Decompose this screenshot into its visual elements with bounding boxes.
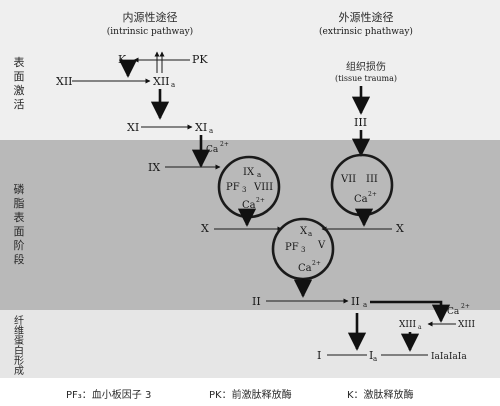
- factor-iii-label: III: [354, 116, 367, 129]
- factor-xi-label: XI: [127, 121, 139, 134]
- svg-text:XIII: XIII: [399, 320, 417, 330]
- svg-text:段: 段: [14, 252, 25, 266]
- svg-text:3: 3: [242, 186, 246, 194]
- svg-text:II: II: [351, 295, 360, 308]
- prothrombinase-complex-xa: X a: [300, 226, 312, 238]
- svg-text:Ca: Ca: [242, 200, 256, 211]
- fibrin-band: [0, 310, 500, 380]
- svg-text:2+: 2+: [461, 303, 470, 310]
- svg-text:阶: 阶: [14, 238, 25, 252]
- svg-text:活: 活: [14, 98, 25, 111]
- svg-text:脂: 脂: [14, 196, 25, 210]
- svg-text:a: a: [171, 81, 175, 89]
- intrinsic-title: 内源性途径: [123, 10, 178, 24]
- svg-text:面: 面: [14, 70, 25, 83]
- svg-text:a: a: [418, 324, 422, 331]
- svg-text:XII: XII: [153, 75, 170, 88]
- svg-text:维: 维: [14, 324, 24, 337]
- factor-xiia-label: XII a: [153, 75, 175, 89]
- tenase-complex-ixa: IX a: [243, 167, 261, 179]
- extrinsic-subtitle: (extrinsic phathway): [319, 26, 413, 37]
- legend-band: [0, 378, 500, 406]
- svg-text:2+: 2+: [256, 197, 265, 204]
- tenase-complex-ca: Ca 2+: [242, 197, 265, 211]
- svg-text:I: I: [369, 349, 373, 362]
- tenase-complex-viii: VIII: [253, 182, 273, 193]
- svg-text:PF: PF: [226, 182, 240, 193]
- svg-text:表: 表: [14, 55, 25, 69]
- svg-text:形: 形: [14, 355, 24, 367]
- factor-ix-label: IX: [148, 161, 160, 174]
- phospholipid-band: [0, 140, 500, 310]
- phase-label-fibrin: 纤 维 蛋 白 形 成: [14, 314, 24, 377]
- factor-ii-label: II: [252, 295, 261, 308]
- tenase-complex-pf3: PF 3: [226, 182, 246, 194]
- tissue-trauma-title: 组织损伤: [346, 60, 386, 73]
- svg-text:纤: 纤: [14, 314, 24, 327]
- factor-xii-label: XII: [56, 75, 73, 88]
- svg-text:Ca: Ca: [447, 307, 460, 317]
- svg-text:磷: 磷: [14, 183, 25, 196]
- svg-text:面: 面: [14, 225, 25, 238]
- extrinsic-title: 外源性途径: [339, 10, 394, 24]
- iia-activates-xiii-arrow: [370, 300, 451, 323]
- svg-text:Ca: Ca: [206, 145, 219, 155]
- factor-xiiia-label: XIII a: [399, 320, 422, 331]
- svg-text:a: a: [373, 355, 377, 363]
- kallikrein-label: K: [118, 53, 127, 66]
- legend-k: K：激肽释放酶: [347, 388, 414, 401]
- svg-text:2+: 2+: [312, 260, 321, 267]
- extrinsic-complex-vii: VII: [340, 174, 356, 185]
- extrinsic-complex-iii: III: [366, 174, 378, 185]
- svg-text:Ca: Ca: [354, 194, 368, 205]
- svg-text:3: 3: [301, 246, 305, 254]
- svg-text:IX: IX: [243, 167, 255, 178]
- surface-activation-band: [0, 0, 500, 140]
- svg-text:蛋: 蛋: [14, 335, 24, 347]
- svg-text:XI: XI: [195, 121, 207, 134]
- legend-pk: PK：前激肽释放酶: [209, 388, 292, 401]
- svg-text:激: 激: [14, 83, 25, 97]
- calcium-label-4: Ca 2+: [447, 303, 470, 317]
- svg-text:2+: 2+: [220, 141, 229, 148]
- calcium-label-1: Ca 2+: [206, 141, 229, 155]
- svg-text:PF: PF: [285, 242, 299, 253]
- prothrombinase-complex-pf3: PF 3: [285, 242, 305, 254]
- factor-x-right-label: X: [396, 222, 404, 235]
- extrinsic-complex-ca: Ca 2+: [354, 191, 377, 205]
- factor-x-left-label: X: [201, 222, 209, 235]
- svg-text:表: 表: [14, 210, 25, 224]
- factor-xiii-label: XIII: [458, 320, 476, 330]
- svg-text:2+: 2+: [368, 191, 377, 198]
- tissue-trauma-subtitle: (tissue trauma): [335, 74, 397, 83]
- svg-text:Ca: Ca: [298, 263, 312, 274]
- svg-text:白: 白: [14, 344, 24, 357]
- factor-iia-label: II a: [351, 295, 367, 309]
- intrinsic-subtitle: (intrinsic pathway): [107, 26, 193, 37]
- prekallikrein-label: PK: [192, 53, 208, 66]
- phase-label-phospholipid: 磷 脂 表 面 阶 段: [14, 183, 25, 266]
- legend-pf3: PF₃：血小板因子 3: [66, 388, 151, 401]
- svg-text:成: 成: [14, 365, 24, 377]
- svg-text:a: a: [363, 301, 367, 309]
- prothrombinase-complex-v: V: [317, 240, 326, 251]
- svg-text:a: a: [209, 127, 213, 135]
- fibrinogen-label: I: [317, 349, 321, 362]
- phase-label-surface: 表 面 激 活: [14, 55, 25, 111]
- fibrin-monomer-label: I a: [369, 349, 377, 363]
- svg-text:a: a: [257, 171, 261, 179]
- factor-xia-label: XI a: [195, 121, 213, 135]
- svg-text:a: a: [308, 230, 312, 238]
- svg-text:X: X: [300, 226, 308, 237]
- fibrin-polymer-label: IaIaIaIa: [431, 352, 467, 362]
- prothrombinase-complex-ca: Ca 2+: [298, 260, 321, 274]
